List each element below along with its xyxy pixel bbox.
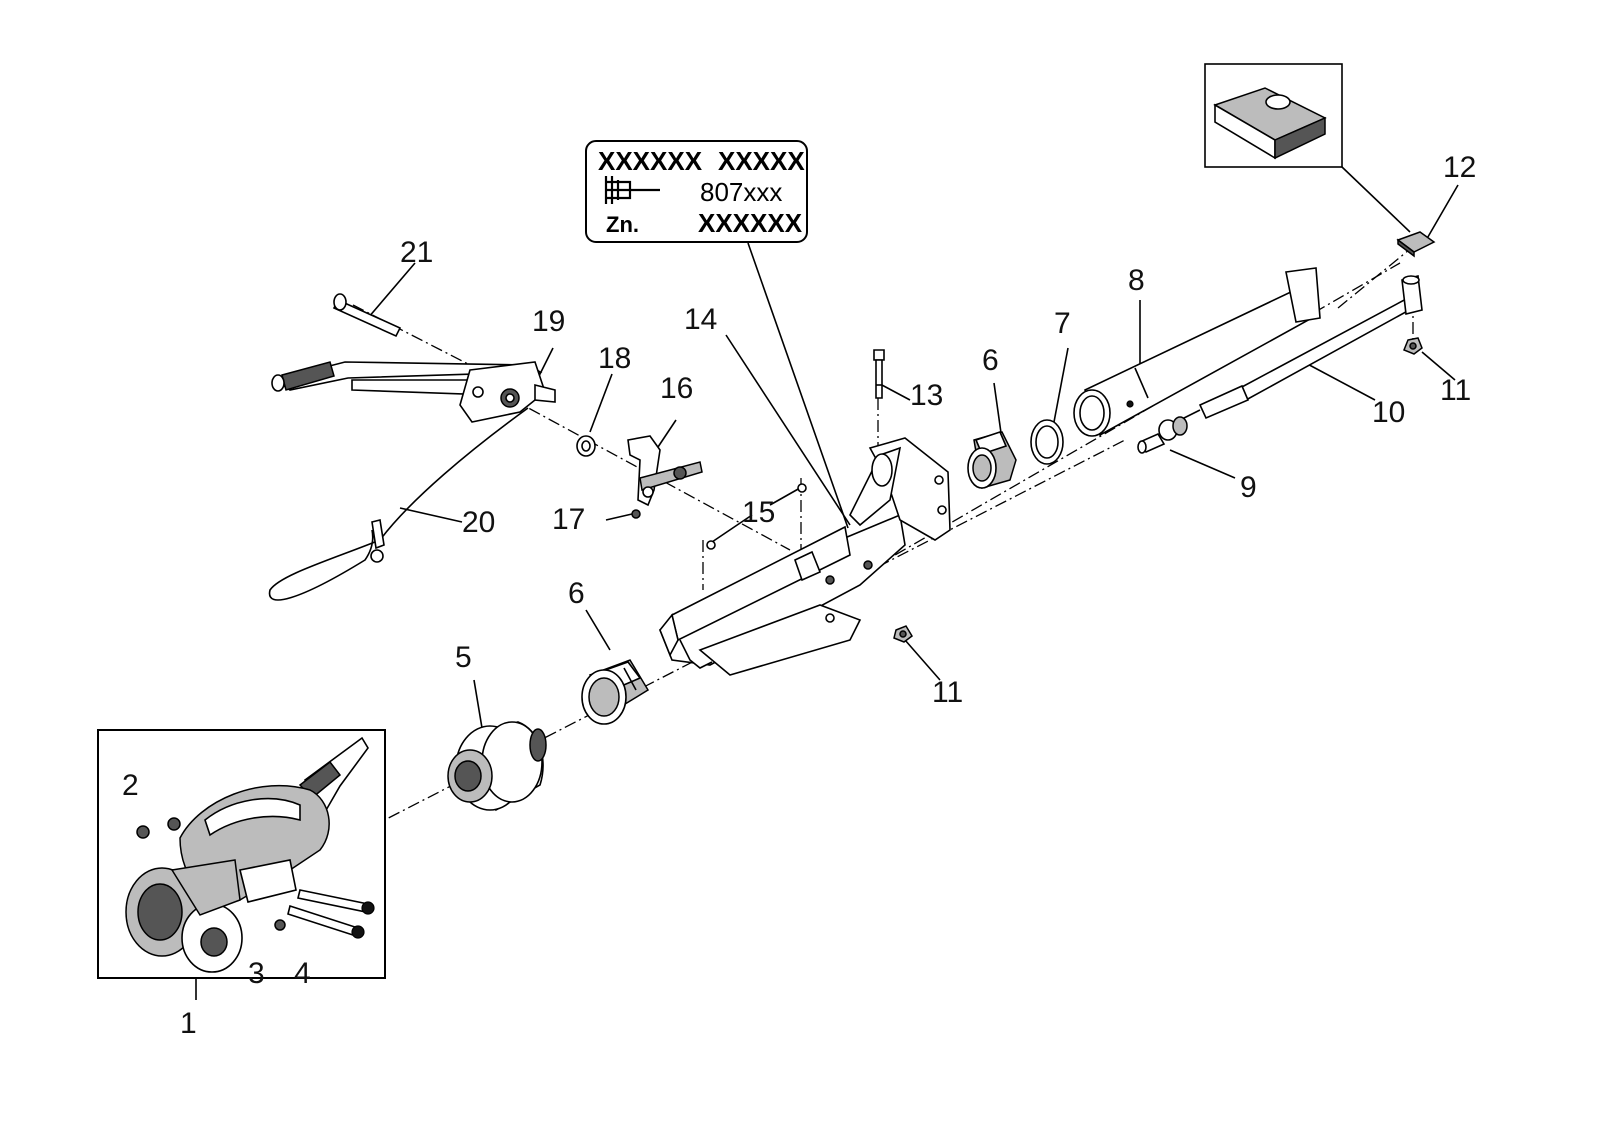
grease-nipples: [706, 483, 807, 550]
callout-13: 13: [910, 379, 943, 412]
callout-6-front: 6: [568, 577, 585, 610]
hex-nuts: [893, 337, 1423, 643]
lever-bracket: [627, 435, 703, 507]
plate-zn-value: XXXXXX: [698, 208, 803, 238]
drawbar-housing: [658, 437, 951, 676]
pin: [1137, 432, 1166, 454]
manufacturer-logo-icon: [604, 176, 660, 204]
ring-seal: [1030, 419, 1064, 465]
plate-number: 807xxx: [700, 177, 782, 207]
identification-plate: XXXXXX XXXXX 807xxx Zn. XXXXXX: [585, 140, 808, 243]
clevis-pin: [332, 293, 402, 338]
tube-with-flange: [1073, 267, 1321, 437]
plate-frame: [585, 140, 808, 243]
bolt: [873, 349, 885, 399]
callout-10: 10: [1372, 396, 1405, 429]
bellows: [447, 721, 547, 812]
callout-16: 16: [660, 372, 693, 405]
callout-11-front: 11: [932, 676, 963, 709]
callout-4: 4: [294, 957, 311, 990]
callout-15: 15: [742, 496, 775, 529]
coupling-head-assembly: [97, 729, 386, 979]
callout-6-rear: 6: [982, 344, 999, 377]
bushing-front: [581, 659, 650, 725]
plate-zn-label: Zn.: [606, 212, 639, 237]
callout-20: 20: [462, 506, 495, 539]
callout-9: 9: [1240, 471, 1257, 504]
callout-18: 18: [598, 342, 631, 375]
breakaway-cable: [268, 407, 529, 601]
hand-brake-lever: [271, 361, 556, 423]
callout-19: 19: [532, 305, 565, 338]
plate-line1-right: XXXXX: [718, 146, 805, 176]
callout-3: 3: [248, 957, 265, 990]
callout-17: 17: [552, 503, 585, 536]
bushing-rear: [967, 431, 1017, 489]
washer: [576, 435, 596, 457]
wedge-plate: [1204, 63, 1436, 258]
callout-5: 5: [455, 641, 472, 674]
small-fastener: [631, 509, 641, 519]
callout-14: 14: [684, 303, 717, 336]
callout-12: 12: [1443, 151, 1476, 184]
callout-labels: 1 2 3 4 5 6 6 7 8 9 10 11 11 12 13 14 15…: [122, 151, 1476, 1040]
callout-11-rear: 11: [1440, 374, 1471, 407]
damper-rod: [1158, 275, 1423, 441]
plate-line1-left: XXXXXX: [598, 146, 703, 176]
callout-7: 7: [1054, 307, 1071, 340]
callout-1: 1: [180, 1007, 197, 1040]
callout-8: 8: [1128, 264, 1145, 297]
callout-2: 2: [122, 769, 139, 802]
callout-21: 21: [400, 236, 433, 269]
